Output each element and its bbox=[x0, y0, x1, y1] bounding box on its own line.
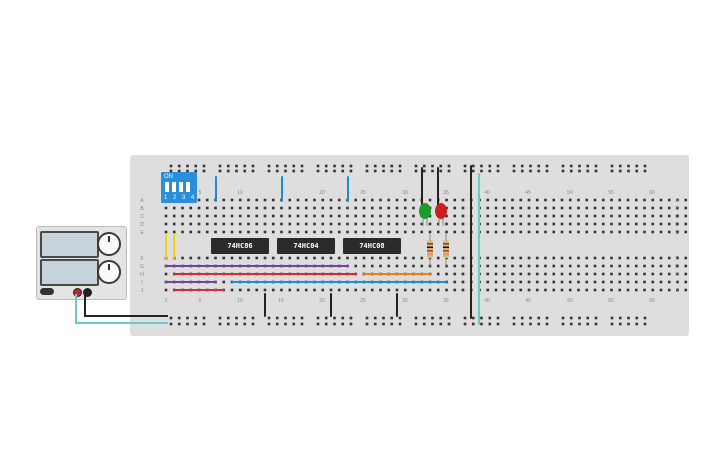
column-label: 45 bbox=[525, 298, 531, 304]
dip-switch-3[interactable] bbox=[179, 182, 183, 192]
row-label: F bbox=[140, 256, 143, 262]
dip-switch-4[interactable] bbox=[186, 182, 190, 192]
row-label: A bbox=[140, 198, 144, 204]
row-label: E bbox=[675, 230, 679, 236]
column-label: 1 bbox=[165, 298, 168, 304]
row-label: E bbox=[140, 230, 144, 236]
current-knob[interactable] bbox=[97, 260, 121, 284]
column-label: 30 bbox=[402, 190, 408, 196]
row-label: C bbox=[675, 214, 679, 220]
column-label: 30 bbox=[402, 298, 408, 304]
column-label: 15 bbox=[278, 298, 284, 304]
column-label: 5 bbox=[199, 190, 202, 196]
dip-switch-2[interactable] bbox=[172, 182, 176, 192]
row-label: G bbox=[675, 264, 679, 270]
row-label: I bbox=[676, 280, 677, 286]
power-supply[interactable] bbox=[36, 226, 127, 300]
voltage-display bbox=[40, 231, 99, 258]
row-label: A bbox=[675, 198, 679, 204]
column-label: 35 bbox=[443, 190, 449, 196]
dip-switch[interactable]: ON 1 2 3 4 bbox=[161, 172, 197, 203]
row-label: D bbox=[675, 222, 679, 228]
column-label: 5 bbox=[199, 298, 202, 304]
column-label: 60 bbox=[649, 190, 655, 196]
column-label: 40 bbox=[484, 190, 490, 196]
row-label: B bbox=[140, 206, 144, 212]
column-label: 20 bbox=[319, 190, 325, 196]
dip-on-label: ON bbox=[164, 174, 173, 180]
power-switch[interactable] bbox=[40, 288, 54, 295]
row-label: G bbox=[140, 264, 144, 270]
column-label: 50 bbox=[567, 190, 573, 196]
column-label: 25 bbox=[360, 190, 366, 196]
column-label: 40 bbox=[484, 298, 490, 304]
chip-74hc08[interactable]: 74HC08 bbox=[343, 238, 401, 254]
row-label: C bbox=[140, 214, 144, 220]
column-label: 35 bbox=[443, 298, 449, 304]
row-label: J bbox=[141, 288, 144, 294]
row-label: D bbox=[140, 222, 144, 228]
negative-terminal[interactable] bbox=[83, 288, 92, 297]
row-label: I bbox=[141, 280, 142, 286]
dip-switch-1[interactable] bbox=[165, 182, 169, 192]
chip-74hc86[interactable]: 74HC86 bbox=[211, 238, 269, 254]
positive-terminal[interactable] bbox=[73, 288, 82, 297]
column-label: 10 bbox=[237, 190, 243, 196]
column-label: 20 bbox=[319, 298, 325, 304]
column-label: 10 bbox=[237, 298, 243, 304]
row-label: F bbox=[675, 256, 678, 262]
column-label: 60 bbox=[649, 298, 655, 304]
row-label: H bbox=[140, 272, 144, 278]
voltage-knob[interactable] bbox=[97, 232, 121, 256]
row-label: J bbox=[676, 288, 679, 294]
chip-74hc04[interactable]: 74HC04 bbox=[277, 238, 335, 254]
current-display bbox=[40, 259, 99, 286]
column-label: 50 bbox=[567, 298, 573, 304]
column-label: 55 bbox=[608, 298, 614, 304]
column-label: 45 bbox=[525, 190, 531, 196]
column-label: 25 bbox=[360, 298, 366, 304]
column-label: 55 bbox=[608, 190, 614, 196]
row-label: B bbox=[675, 206, 679, 212]
dip-numbers: 1 2 3 4 bbox=[164, 195, 197, 201]
row-label: H bbox=[675, 272, 679, 278]
